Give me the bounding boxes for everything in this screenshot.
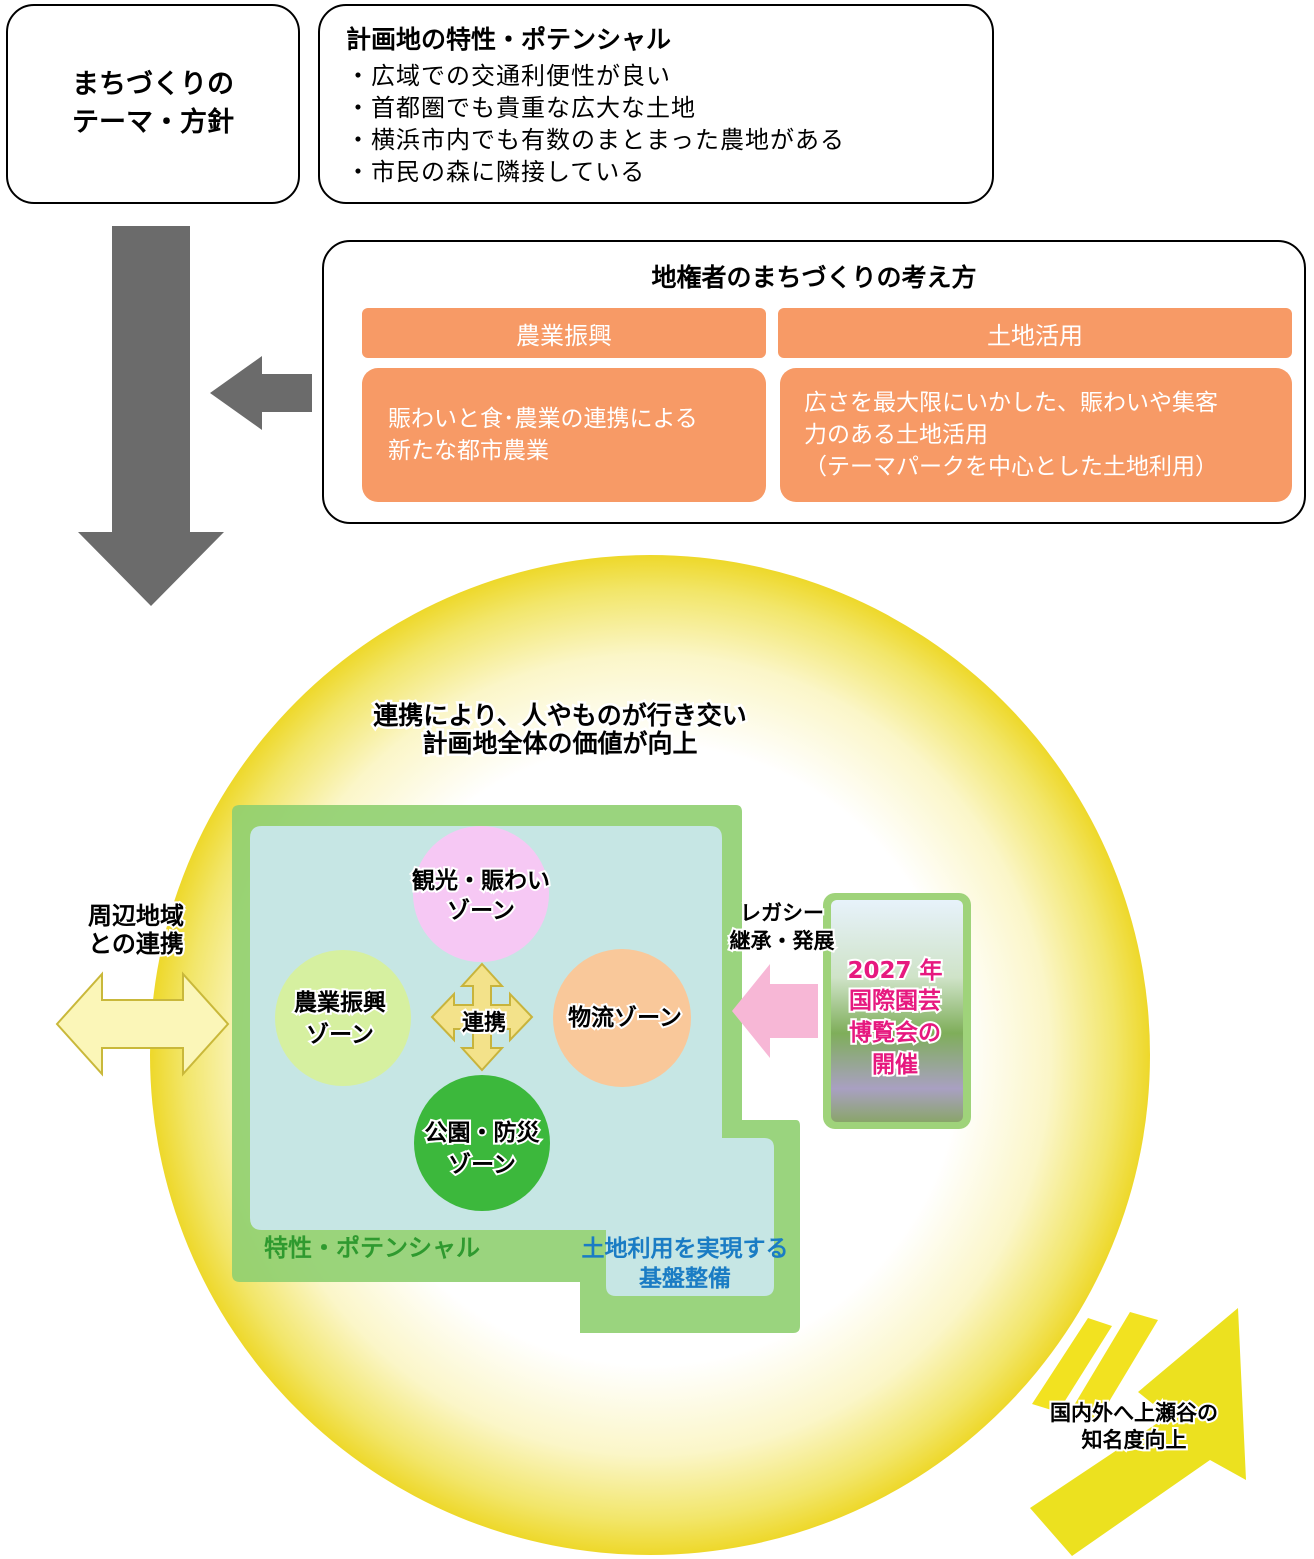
infra-line-1: 土地利用を実現する <box>582 1235 789 1262</box>
infra-line-2: 基盤整備 <box>639 1265 731 1292</box>
headline-line-2: 計画地全体の価値が向上 <box>422 729 697 758</box>
yellow-big-arrow <box>1030 1308 1246 1556</box>
theme-box: まちづくりの テーマ・方針 <box>6 4 300 204</box>
expo-line-2: 国際園芸 <box>849 987 941 1014</box>
double-arrow-icon <box>55 971 230 1077</box>
zone-agri <box>275 950 411 1086</box>
potential-title: 計画地の特性・ポテンシャル <box>346 25 672 54</box>
potential-item: ・市民の森に隣接している <box>346 158 646 186</box>
zone-park-label-2: ゾーン <box>448 1151 516 1178</box>
potential-item: ・横浜市内でも有数のまとまった農地がある <box>346 126 846 154</box>
zone-tourism-label-2: ゾーン <box>447 897 515 924</box>
zone-agri-label-1: 農業振興 <box>294 989 386 1016</box>
zone-park <box>414 1075 550 1211</box>
expo-photo <box>831 900 963 1122</box>
land-body: 広さを最大限にいかした、賑わいや集客 力のある土地活用 （テーマパークを中心とし… <box>780 368 1292 502</box>
legacy-line-2: 継承・発展 <box>730 929 835 953</box>
land-head: 土地活用 <box>778 308 1292 358</box>
expo-line-3: 博覧会の <box>849 1019 941 1046</box>
gray-down-arrow <box>78 226 224 606</box>
approach-box: 地権者のまちづくりの考え方 農業振興 土地活用 賑わいと食･農業の連携による 新… <box>322 240 1306 524</box>
approach-title: 地権者のまちづくりの考え方 <box>651 263 977 292</box>
headline-line-1: 連携により、人やものが行き交い <box>373 701 747 730</box>
potential-box: 計画地の特性・ポテンシャル ・広域での交通利便性が良い ・首都圏でも貴重な広大な… <box>318 4 994 204</box>
link-label: 連携 <box>462 1010 506 1036</box>
legacy-line-1: レガシー <box>740 901 824 925</box>
regional-line-1: 周辺地域 <box>88 902 184 930</box>
potential-item: ・広域での交通利便性が良い <box>346 62 671 90</box>
zone-agri-label-2: ゾーン <box>306 1021 374 1048</box>
recognition-line-2: 知名度向上 <box>1082 1428 1187 1452</box>
expo-line-1: 2027 年 <box>847 957 942 984</box>
regional-line-2: との連携 <box>88 930 184 958</box>
link-arrow-icon <box>430 962 534 1072</box>
pink-left-arrow <box>732 964 818 1058</box>
yellow-stripe-1 <box>1032 1318 1112 1412</box>
light-blue-area <box>250 826 774 1296</box>
agri-head: 農業振興 <box>362 308 766 358</box>
zone-logistics <box>553 949 691 1087</box>
yellow-stripe-2 <box>1070 1312 1158 1420</box>
recognition-line-1: 国内外へ上瀬谷の <box>1050 1401 1218 1425</box>
green-frame-label: 特性・ポテンシャル <box>264 1234 480 1262</box>
zone-tourism <box>413 826 549 962</box>
zone-tourism-label-1: 観光・賑わい <box>412 867 550 894</box>
gray-left-arrow <box>210 356 312 430</box>
potential-item: ・首都圏でも貴重な広大な土地 <box>346 94 696 122</box>
expo-line-4: 開催 <box>872 1052 918 1078</box>
theme-label: まちづくりの テーマ・方針 <box>72 69 234 138</box>
zone-park-label-1: 公園・防災 <box>425 1119 541 1146</box>
zone-logistics-label: 物流ゾーン <box>568 1004 682 1031</box>
agri-body: 賑わいと食･農業の連携による 新たな都市農業 <box>362 368 766 502</box>
